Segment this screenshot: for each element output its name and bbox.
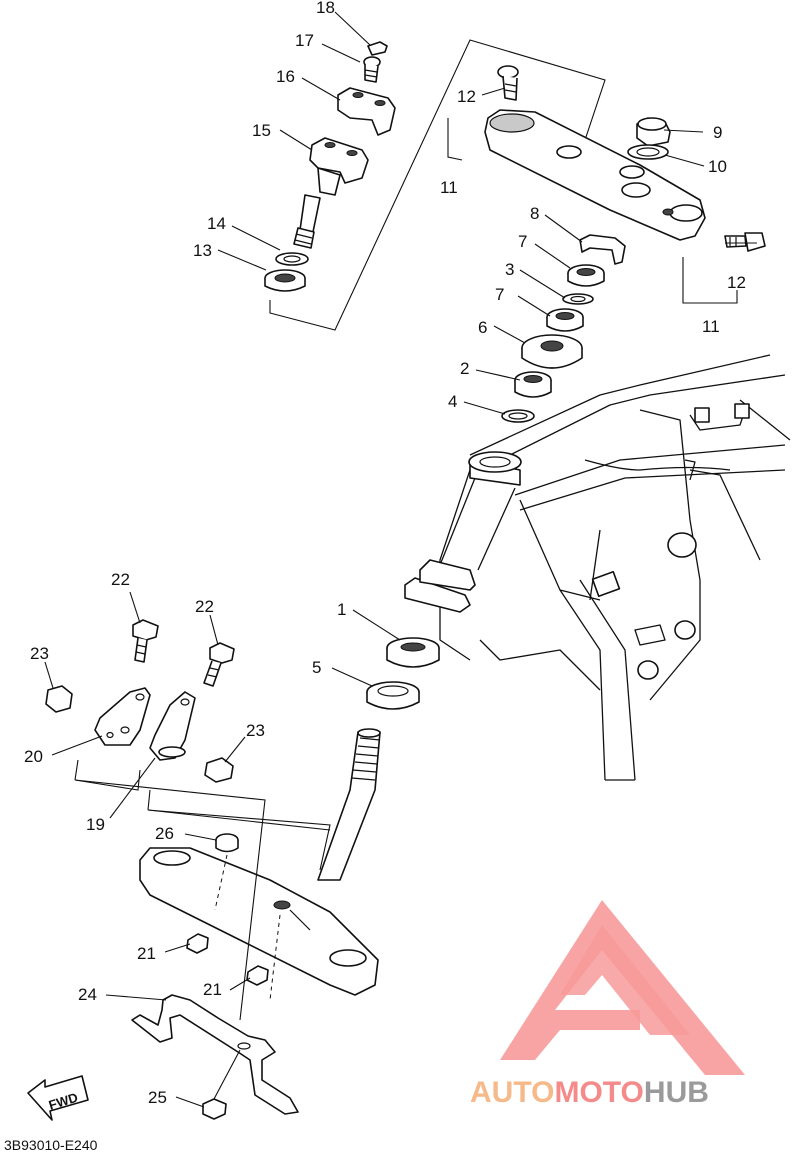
callout-13: 13 — [193, 241, 212, 260]
callout-22-left: 22 — [111, 570, 130, 589]
callout-5: 5 — [312, 658, 321, 677]
part-9-cap-nut — [636, 117, 671, 147]
part-17-bolt — [363, 56, 381, 83]
svg-text:AUTOMOTOHUB: AUTOMOTOHUB — [470, 1076, 709, 1109]
part-21-nut-lower — [246, 965, 269, 986]
steering-stem-stack — [501, 234, 626, 423]
lower-bearing-group — [366, 637, 440, 710]
part-13-damper — [264, 269, 306, 292]
part-1-bearing-lower — [386, 637, 440, 668]
automotohub-watermark: AUTOMOTOHUB — [470, 900, 745, 1109]
callout-12-top: 12 — [457, 87, 476, 106]
part-10-washer — [627, 144, 669, 160]
part-24-cable-guide — [131, 994, 299, 1115]
callout-1: 1 — [337, 600, 346, 619]
part-20-bracket — [94, 687, 151, 746]
under-bracket — [139, 847, 379, 996]
callout-24: 24 — [78, 985, 97, 1004]
part-16-upper-holder — [337, 87, 396, 136]
part-3-washer — [562, 293, 594, 305]
callout-25: 25 — [148, 1088, 167, 1107]
callout-22-right: 22 — [195, 597, 214, 616]
callout-11-left: 11 — [440, 178, 458, 197]
callout-4: 4 — [448, 392, 457, 411]
part-6-cover — [521, 334, 583, 369]
part-5-dust-seal — [366, 681, 420, 710]
callout-21-lower: 21 — [203, 980, 222, 999]
callout-8: 8 — [530, 204, 539, 223]
diagram-code: 3B93010-E240 — [4, 1137, 98, 1153]
callout-15: 15 — [252, 121, 271, 140]
watermark-text-hub: HUB — [644, 1076, 709, 1109]
leader-lines — [44, 11, 757, 1108]
part-22-bolt-right — [203, 642, 235, 687]
part-8-lock-washer — [579, 234, 626, 265]
callout-16: 16 — [276, 67, 295, 86]
part-12-bolt-side — [724, 232, 766, 252]
part-23-nut-left — [45, 685, 73, 713]
part-11-upper-bracket — [484, 109, 706, 241]
part-22-bolt-left — [132, 619, 159, 663]
callout-21-upper: 21 — [137, 944, 156, 963]
callout-23-left: 23 — [30, 644, 49, 663]
callout-14: 14 — [207, 214, 226, 233]
upper-bracket-group — [447, 65, 766, 304]
callout-19: 19 — [86, 815, 105, 834]
callout-23-right: 23 — [246, 721, 265, 740]
callout-3: 3 — [505, 260, 514, 279]
handlebar-holder-group — [264, 39, 606, 331]
part-25-bolt — [202, 1049, 241, 1120]
callout-26: 26 — [155, 824, 174, 843]
callout-11-right: 11 — [702, 317, 720, 336]
fwd-direction-arrow: FWD — [27, 1075, 89, 1121]
part-26-plug — [215, 833, 239, 853]
part-4-seal — [501, 409, 535, 423]
callout-12-right: 12 — [727, 273, 746, 292]
part-21-nut-upper — [186, 933, 209, 954]
part-14-washer — [275, 252, 309, 266]
watermark-text-moto: MOTO — [554, 1076, 643, 1109]
callout-9: 9 — [713, 123, 722, 142]
callout-7-lower: 7 — [495, 285, 504, 304]
under-bracket-group — [45, 619, 381, 1120]
part-12-bolt-top — [497, 65, 519, 101]
part-19-bracket — [149, 691, 196, 761]
callout-2: 2 — [460, 359, 469, 378]
callout-7-upper: 7 — [518, 232, 527, 251]
part-18-screw — [367, 41, 388, 56]
callout-17: 17 — [295, 31, 314, 50]
part-23-nut-right — [204, 757, 234, 783]
part-7-ring-nut-upper — [567, 264, 605, 287]
part-15-lower-holder — [293, 137, 369, 249]
callout-10: 10 — [708, 157, 727, 176]
motorcycle-frame — [404, 354, 791, 781]
callout-labels: 18 17 16 15 14 13 12 11 9 10 12 11 8 7 3… — [24, 0, 746, 1107]
callout-18: 18 — [316, 0, 335, 17]
part-7-ring-nut-lower — [546, 308, 584, 332]
steering-stem-shaft — [317, 728, 381, 881]
watermark-text-auto: AUTO — [470, 1076, 554, 1109]
callout-20: 20 — [24, 747, 43, 766]
callout-6: 6 — [478, 318, 487, 337]
part-2-bearing-upper — [514, 371, 552, 398]
